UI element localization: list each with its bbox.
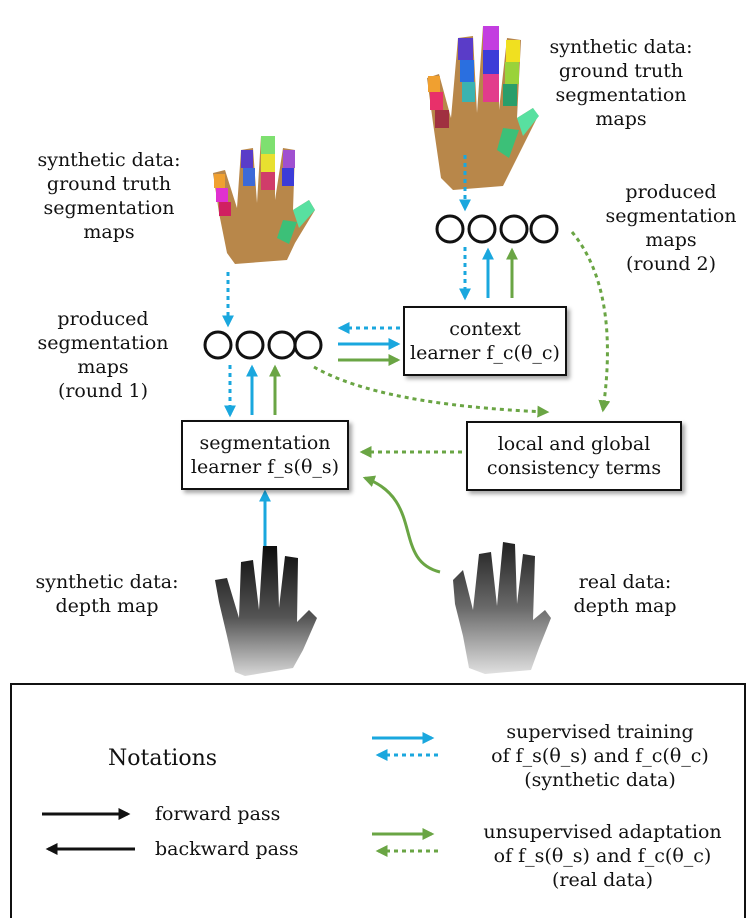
context-learner-box: context learner f_c(θ_c) [403, 306, 567, 376]
label-line: synthetic data: [549, 36, 693, 58]
produced-maps-round1-circles [203, 330, 323, 360]
legend-title: Notations [108, 746, 218, 771]
box-line: consistency terms [486, 457, 662, 479]
box-line: segmentation [199, 432, 331, 454]
label-line: maps [595, 108, 647, 130]
label-line: (round 2) [625, 253, 717, 275]
segmentation-hand-top-image [427, 26, 539, 190]
label-synthetic-seg-top: synthetic data: ground truth segmentatio… [532, 35, 710, 131]
label-line: produced [625, 181, 717, 203]
segmentation-learner-box: segmentation learner f_s(θ_s) [181, 420, 349, 490]
legend-line: of f_s(θ_s) and f_c(θ_c) [491, 745, 709, 767]
segmentation-hand-left-image [213, 136, 315, 264]
label-line: segmentation [555, 84, 687, 106]
label-synthetic-depth: synthetic data: depth map [22, 570, 192, 618]
arrow-real-to-seg [362, 475, 441, 574]
produced-maps-round2-circles [435, 214, 559, 244]
label-line: synthetic data: [37, 149, 181, 171]
synthetic-depth-hand-image [215, 546, 317, 676]
box-line: learner f_c(θ_c) [410, 342, 560, 364]
label-line: produced [57, 308, 149, 330]
arrow-circles2-to-consistency-dashed [570, 231, 611, 413]
label-line: maps [645, 229, 697, 251]
label-line: ground truth [46, 173, 172, 195]
label-synthetic-seg-left: synthetic data: ground truth segmentatio… [20, 148, 198, 244]
legend-supervised-text: supervised training of f_s(θ_s) and f_c(… [475, 720, 725, 792]
legend-unsupervised-text: unsupervised adaptation of f_s(θ_s) and … [465, 820, 740, 892]
legend-line: supervised training [506, 721, 694, 743]
label-real-depth: real data: depth map [555, 570, 695, 618]
label-line: depth map [55, 595, 159, 617]
label-line: synthetic data: [35, 571, 179, 593]
box-line: learner f_s(θ_s) [190, 456, 340, 478]
legend-line: unsupervised adaptation [483, 821, 722, 843]
legend-line: (synthetic data) [524, 769, 676, 791]
legend-backward-label: backward pass [155, 838, 299, 860]
label-line: segmentation [37, 332, 169, 354]
label-line: ground truth [558, 60, 684, 82]
real-depth-hand-image [453, 542, 551, 674]
box-line: context [449, 318, 521, 340]
label-line: real data: [578, 571, 672, 593]
legend-line: (real data) [551, 869, 654, 891]
label-line: (round 1) [57, 380, 149, 402]
label-produced-round1: produced segmentation maps (round 1) [18, 307, 188, 403]
label-line: segmentation [43, 197, 175, 219]
label-produced-round2: produced segmentation maps (round 2) [596, 180, 746, 276]
label-line: maps [83, 221, 135, 243]
label-line: segmentation [605, 205, 737, 227]
label-line: depth map [573, 595, 677, 617]
arrow-circles1-to-consistency-dashed [313, 365, 550, 418]
box-line: local and global [497, 433, 651, 455]
legend-forward-label: forward pass [155, 803, 281, 825]
legend-line: of f_s(θ_s) and f_c(θ_c) [493, 845, 712, 867]
label-line: maps [77, 356, 129, 378]
notations-legend [10, 683, 746, 918]
consistency-terms-box: local and global consistency terms [466, 421, 682, 491]
